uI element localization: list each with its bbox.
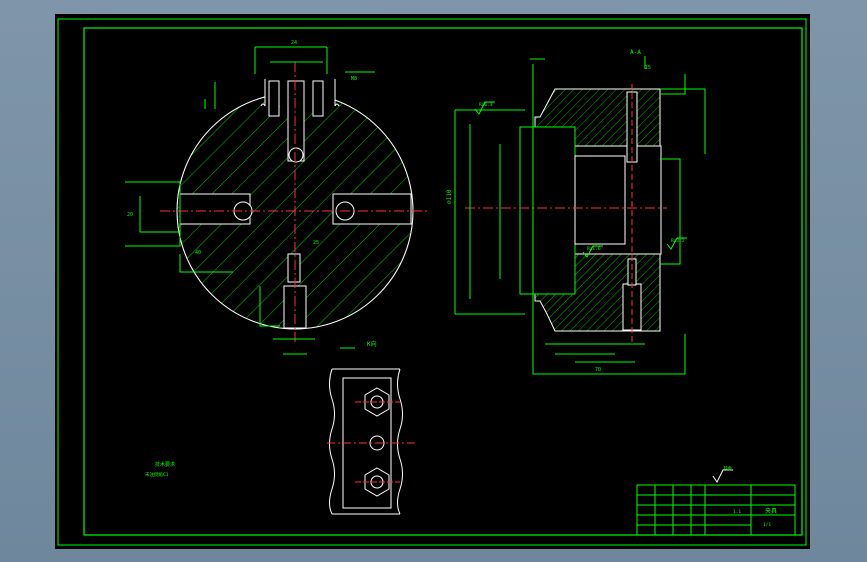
roughness-1: Ra6.3 bbox=[479, 102, 493, 108]
roughness-general: 其余 bbox=[723, 465, 732, 472]
inner-frame bbox=[83, 27, 803, 536]
round-plate-view: 24 M8 20 40 25 bbox=[125, 40, 427, 355]
dim-right-height: ⌀110 bbox=[446, 189, 453, 204]
part-name: 夹具 bbox=[765, 507, 777, 515]
scale: 1:1 bbox=[733, 509, 741, 515]
dim-top-bolt: M8 bbox=[351, 76, 357, 82]
sheet: 1/1 bbox=[763, 522, 771, 528]
section-label: A-A bbox=[630, 49, 641, 56]
dim-bottom: 25 bbox=[313, 240, 319, 246]
section-view: ⌀110 15 70 A-A bbox=[446, 49, 706, 375]
dim-right-top: 15 bbox=[645, 65, 651, 71]
notes-line1: 未注倒角C1 bbox=[145, 471, 169, 478]
engineering-drawing: 24 M8 20 40 25 K向 ⌀110 15 bbox=[57, 18, 807, 546]
roughness-2: Ra3.2 bbox=[671, 238, 685, 244]
dim-side: 40 bbox=[195, 250, 201, 256]
notes-title: 技术要求 bbox=[155, 461, 175, 468]
aux-view-label: K向 bbox=[367, 340, 377, 348]
outer-frame bbox=[57, 18, 807, 546]
dim-top-slot: 24 bbox=[291, 40, 297, 46]
roughness-symbols: Ra6.3 Ra3.2 Ra1.6 其余 bbox=[474, 101, 733, 483]
technical-notes: 技术要求 未注倒角C1 bbox=[145, 461, 175, 478]
cad-viewport[interactable]: 24 M8 20 40 25 K向 ⌀110 15 bbox=[55, 14, 810, 549]
title-block: 夹具 1:1 1/1 bbox=[636, 484, 796, 536]
dim-right-width: 70 bbox=[595, 367, 601, 373]
dim-left-slot: 20 bbox=[127, 212, 133, 218]
roughness-3: Ra1.6 bbox=[587, 246, 601, 252]
k-view: K向 bbox=[327, 340, 415, 515]
